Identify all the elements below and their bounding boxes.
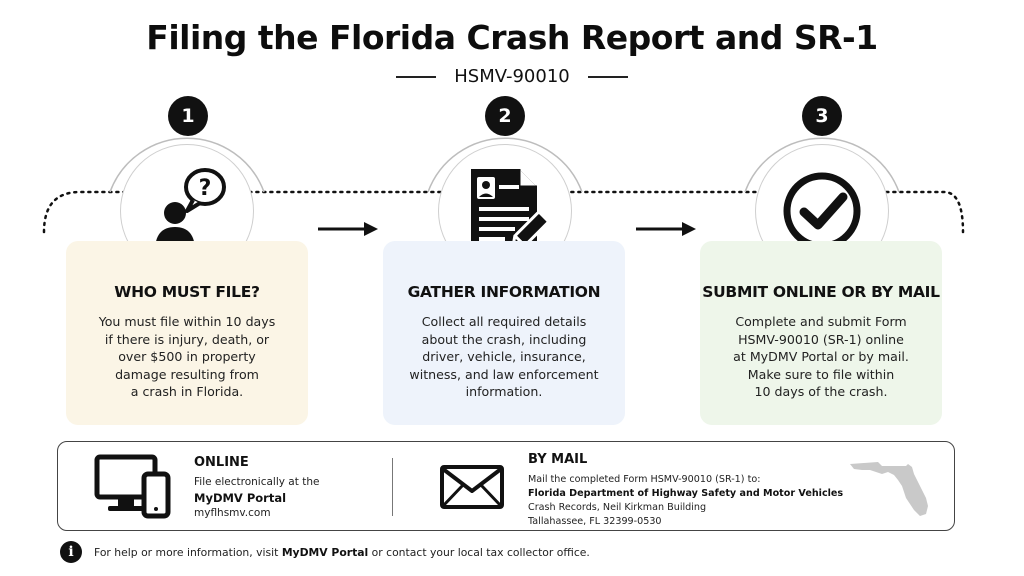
page-title: Filing the Florida Crash Report and SR-1 — [146, 18, 878, 57]
step-2-number: 2 — [485, 96, 525, 136]
step-2-body-line: Collect all required details — [421, 314, 587, 329]
mail-title: BY MAIL — [528, 452, 588, 467]
step-3-body: Complete and submit Form HSMV-90010 (SR-… — [714, 313, 929, 401]
help-text-suffix: or contact your local tax collector offi… — [368, 545, 590, 559]
submission-methods-box: ONLINE File electronically at the MyDMV … — [57, 441, 955, 531]
step-3-body-line: 10 days of the crash. — [754, 384, 888, 400]
step-2-heading: GATHER INFORMATION — [407, 283, 601, 301]
step-3-number: 3 — [802, 96, 842, 136]
step-3-heading: SUBMIT ONLINE OR BY MAIL — [702, 283, 940, 301]
step-1-number: 1 — [168, 96, 208, 136]
florida-map-icon — [850, 462, 928, 516]
step-1-body: You must file within 10 days if there is… — [80, 313, 295, 401]
arrow-1-to-2 — [318, 222, 378, 236]
subtitle-rule-left — [396, 75, 437, 78]
step-1-heading: WHO MUST FILE? — [114, 283, 260, 301]
mail-address-line-1: Crash Records, Neil Kirkman Building — [528, 502, 707, 513]
step-3-card: SUBMIT ONLINE OR BY MAIL Complete and su… — [700, 241, 942, 425]
step-1-body-line: if there is injury, death, or — [104, 331, 270, 347]
step-2-body-line: about the crash, including — [421, 331, 587, 347]
step-2-card: GATHER INFORMATION Collect all required … — [383, 241, 625, 425]
step-1-body-line: over $500 in property — [118, 349, 256, 365]
online-title: ONLINE — [194, 455, 249, 470]
mydmv-portal-link[interactable]: MyDMV Portal — [194, 491, 287, 505]
online-url-link[interactable]: myflhsmv.com — [194, 507, 271, 519]
step-3-body-line: Complete and submit Form — [735, 314, 907, 329]
form-number: HSMV-90010 — [454, 66, 570, 87]
arrow-2-to-3 — [636, 222, 696, 236]
box-divider — [392, 458, 393, 516]
help-portal-link[interactable]: MyDMV Portal — [281, 545, 369, 559]
mail-intro: Mail the completed Form HSMV-90010 (SR-1… — [528, 474, 761, 485]
mail-organization: Florida Department of Highway Safety and… — [528, 488, 844, 499]
step-2-body-line: driver, vehicle, insurance, — [422, 349, 586, 365]
step-1-body-line: You must file within 10 days — [98, 314, 276, 329]
info-icon: i — [60, 541, 82, 563]
help-text-prefix: For help or more information, visit — [94, 545, 282, 559]
step-1-card: WHO MUST FILE? You must file within 10 d… — [66, 241, 308, 425]
subtitle-rule-right — [587, 75, 628, 78]
step-3-body-line: Make sure to file within — [747, 366, 895, 382]
help-footer: i For help or more information, visit My… — [60, 541, 590, 563]
computer-phone-icon — [94, 454, 171, 519]
envelope-icon — [440, 465, 504, 509]
step-3-body-line: HSMV-90010 (SR-1) online — [738, 331, 904, 347]
step-1-body-line: a crash in Florida. — [130, 384, 244, 400]
step-2-body-line: witness, and law enforcement — [409, 366, 599, 382]
step-3-body-line: at MyDMV Portal or by mail. — [733, 349, 909, 365]
step-2-body: Collect all required details about the c… — [397, 313, 612, 401]
subtitle-row: HSMV-90010 — [0, 66, 1024, 87]
online-instruction: File electronically at the — [194, 476, 320, 488]
step-2-body-line: information. — [465, 384, 543, 400]
document-pen-icon — [471, 169, 550, 253]
step-1-body-line: damage resulting from — [115, 366, 259, 382]
svg-text:?: ? — [199, 176, 212, 201]
mail-address-line-2: Tallahassee, FL 32399-0530 — [528, 516, 662, 527]
help-text: For help or more information, visit MyDM… — [94, 546, 590, 559]
